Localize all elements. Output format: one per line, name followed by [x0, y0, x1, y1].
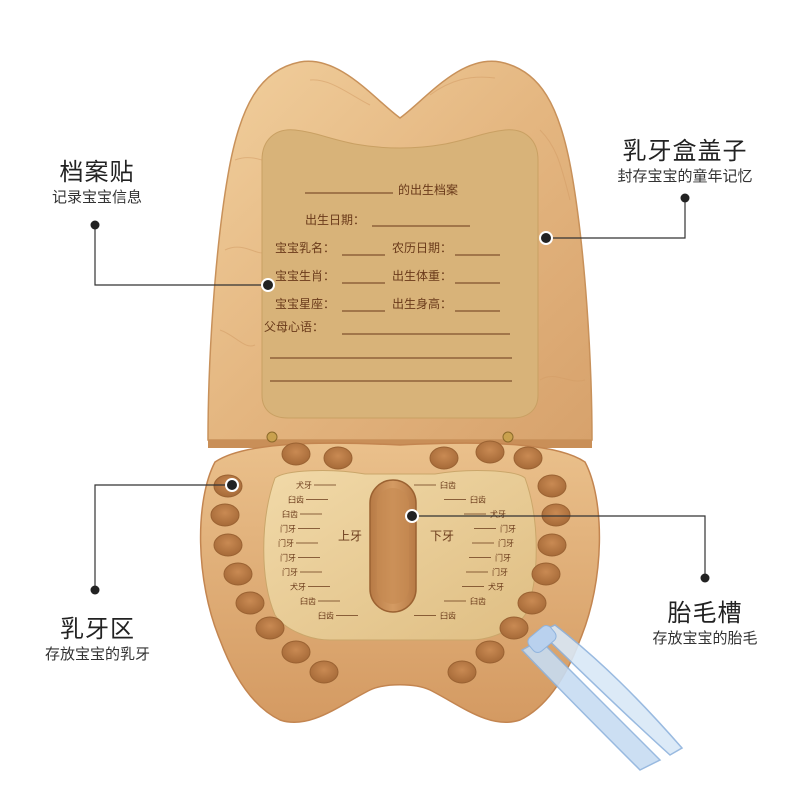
tooth-hole	[309, 660, 339, 684]
callout-tooth-title: 乳牙区	[60, 615, 135, 643]
tooth-holes	[210, 440, 571, 684]
line-hair-slot	[412, 515, 706, 578]
tooth-hole	[531, 562, 561, 586]
field-nickname: 宝宝乳名：	[275, 240, 335, 255]
left-tooth-label: 门牙	[278, 538, 294, 548]
left-tooth-label: 门牙	[280, 553, 296, 563]
tooth-hole	[537, 533, 567, 557]
dot-tooth-target	[225, 478, 239, 492]
card-heading: 的出生档案	[398, 182, 458, 197]
tooth-hole	[255, 616, 285, 640]
dot-archive-target	[261, 278, 275, 292]
callout-lid-title: 乳牙盒盖子	[622, 137, 748, 165]
field-birth-date: 出生日期：	[305, 213, 365, 227]
tooth-hole	[281, 640, 311, 664]
field-parents-words: 父母心语：	[264, 320, 324, 334]
tooth-hole	[323, 446, 353, 470]
right-tooth-label: 犬牙	[488, 582, 504, 592]
right-tooth-label: 门牙	[498, 538, 514, 548]
left-tooth-label: 臼齿	[282, 509, 298, 519]
tooth-hole	[447, 660, 477, 684]
box-lid: 的出生档案 出生日期： 宝宝乳名： 农历日期： 宝宝生肖： 出生体重： 宝宝星座…	[207, 60, 593, 448]
right-tooth-label: 臼齿	[440, 480, 456, 490]
tooth-hole	[513, 446, 543, 470]
tooth-hole	[281, 442, 311, 466]
right-tooth-label: 门牙	[500, 524, 516, 534]
callout-hair-slot: 胎毛槽 存放宝宝的胎毛	[625, 598, 785, 648]
callout-hair-title: 胎毛槽	[667, 599, 743, 627]
hinge-pin-left	[266, 431, 278, 443]
right-tooth-label: 臼齿	[440, 611, 456, 621]
field-zodiac: 宝宝生肖：	[275, 269, 335, 283]
dot-tooth-outer	[90, 585, 100, 595]
line-lid	[546, 198, 686, 239]
callout-hair-subtitle: 存放宝宝的胎毛	[652, 629, 758, 647]
field-constellation: 宝宝星座：	[275, 296, 335, 311]
callout-lid: 乳牙盒盖子 封存宝宝的童年记忆	[590, 136, 780, 186]
line-archive-sticker	[94, 225, 268, 286]
right-tooth-label: 臼齿	[470, 596, 486, 606]
lower-teeth-label: 下牙	[430, 529, 454, 543]
dot-lid-target	[539, 231, 553, 245]
tooth-hole	[517, 591, 547, 615]
hair-slot-inner	[377, 488, 409, 604]
callout-archive-sticker: 档案贴 记录宝宝信息	[22, 157, 172, 207]
callout-tooth-subtitle: 存放宝宝的乳牙	[44, 645, 150, 663]
dot-archive-outer	[90, 220, 100, 230]
left-tooth-label: 门牙	[280, 524, 296, 534]
tooth-hole	[499, 616, 529, 640]
tooth-hole	[429, 446, 459, 470]
tooth-hole	[223, 562, 253, 586]
dot-lid-outer	[680, 193, 690, 203]
right-tooth-label: 臼齿	[470, 495, 486, 505]
upper-label-text: 上牙	[338, 529, 362, 543]
hinge-pin-right	[502, 431, 514, 443]
dot-hair-outer	[700, 573, 710, 583]
right-tooth-label: 门牙	[495, 553, 511, 563]
field-birth-height: 出生身高：	[392, 296, 452, 311]
left-tooth-label: 门牙	[282, 567, 298, 577]
callout-tooth-area: 乳牙区 存放宝宝的乳牙	[15, 614, 180, 664]
lower-label-text: 下牙	[430, 529, 454, 543]
tooth-hole	[541, 503, 571, 527]
left-tooth-label: 臼齿	[288, 495, 304, 505]
field-lunar-date: 农历日期：	[392, 241, 452, 255]
upper-teeth-label: 上牙	[338, 529, 362, 543]
left-tooth-label: 犬牙	[290, 582, 306, 592]
tooth-hole	[213, 533, 243, 557]
field-birth-weight: 出生体重：	[392, 269, 452, 283]
callout-lines	[94, 198, 706, 590]
right-tooth-label: 门牙	[492, 567, 508, 577]
left-tooth-label: 犬牙	[296, 480, 312, 490]
right-tooth-label: 犬牙	[490, 509, 506, 519]
archive-card	[261, 129, 539, 419]
line-tooth-area	[94, 484, 232, 590]
tooth-hole	[537, 474, 567, 498]
callout-archive-title: 档案贴	[59, 158, 135, 186]
tooth-hole	[210, 503, 240, 527]
tweezers-arm-right	[538, 624, 684, 756]
tooth-hole	[475, 440, 505, 464]
left-tooth-label: 臼齿	[300, 596, 316, 606]
dot-hair-target	[405, 509, 419, 523]
left-tooth-label: 臼齿	[318, 611, 334, 621]
callout-lid-subtitle: 封存宝宝的童年记忆	[617, 167, 753, 185]
tweezers-arm-left	[520, 639, 662, 771]
callout-archive-subtitle: 记录宝宝信息	[51, 188, 142, 206]
tooth-hole	[235, 591, 265, 615]
tweezers-grip	[527, 625, 557, 653]
tooth-hole	[475, 640, 505, 664]
tweezers	[520, 624, 684, 771]
